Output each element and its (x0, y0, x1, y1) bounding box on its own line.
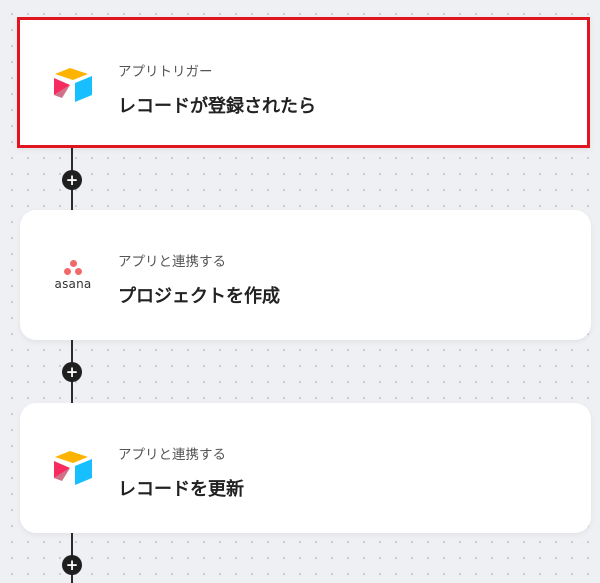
airtable-icon (54, 451, 92, 485)
add-step-button[interactable]: + (62, 170, 82, 190)
asana-step-card[interactable]: asana アプリと連携する プロジェクトを作成 (20, 210, 591, 340)
trigger-step-card[interactable]: アプリトリガー レコードが登録されたら (17, 17, 590, 148)
airtable-icon (54, 68, 92, 102)
airtable-step-card[interactable]: アプリと連携する レコードを更新 (20, 403, 591, 533)
asana-wordmark: asana (54, 277, 92, 291)
step-title: レコードが登録されたら (118, 96, 316, 117)
asana-icon: asana (50, 260, 96, 296)
add-step-button[interactable]: + (62, 555, 82, 575)
add-step-button[interactable]: + (62, 362, 82, 382)
step-title: レコードを更新 (118, 479, 244, 500)
step-subtitle: アプリと連携する (118, 254, 226, 270)
step-subtitle: アプリと連携する (118, 447, 226, 463)
step-title: プロジェクトを作成 (118, 286, 280, 307)
step-subtitle: アプリトリガー (118, 64, 213, 80)
